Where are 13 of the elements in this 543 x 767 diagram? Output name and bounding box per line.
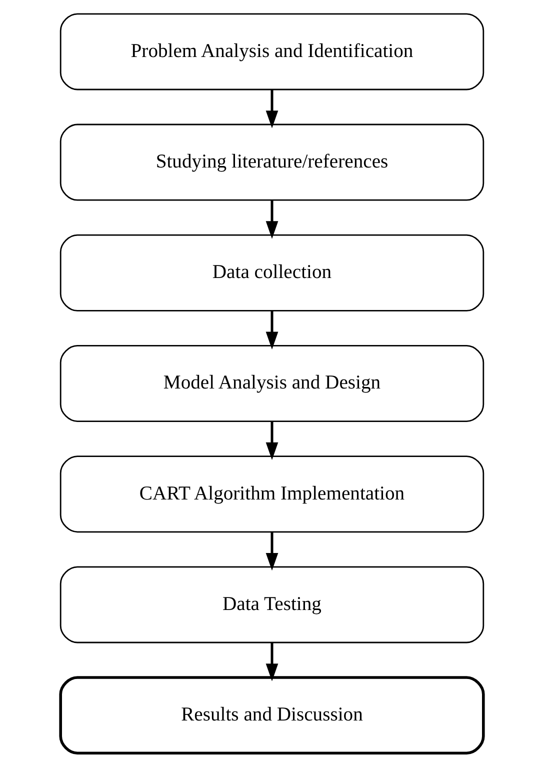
arrow xyxy=(265,642,278,682)
arrow xyxy=(265,90,278,128)
arrow xyxy=(265,532,278,571)
arrow xyxy=(265,200,278,239)
node-box: Data collection xyxy=(59,234,484,312)
node-box: CART Algorithm Implementation xyxy=(59,456,484,533)
node-box: Studying literature/references xyxy=(59,124,484,201)
node-box: Model Analysis and Design xyxy=(59,345,484,422)
node-box: Problem Analysis and Identification xyxy=(59,13,484,90)
node-box: Data Testing xyxy=(59,566,484,644)
node-box: Results and Discussion xyxy=(58,676,484,754)
arrow xyxy=(265,421,278,460)
arrow xyxy=(265,310,278,350)
